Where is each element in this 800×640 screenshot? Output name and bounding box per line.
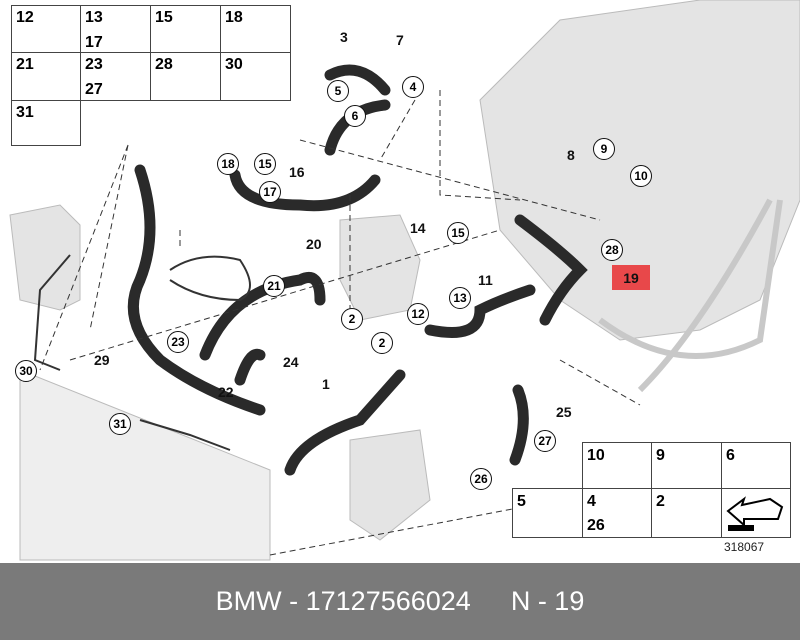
label-24: 24: [283, 354, 299, 370]
legend-part-31: 31: [11, 100, 81, 146]
label-1: 1: [322, 376, 330, 392]
label-8: 8: [567, 147, 575, 163]
direction-arrow-icon: [726, 496, 784, 531]
water-pump: [339, 214, 421, 321]
label-29: 29: [94, 352, 110, 368]
legend-part-6: 6: [721, 442, 791, 489]
hose-3: [324, 64, 391, 96]
callout-13: 13: [449, 287, 471, 309]
callout-26: 26: [470, 468, 492, 490]
hose-16: [229, 169, 381, 212]
callout-15: 15: [254, 153, 276, 175]
heater-valve: [349, 429, 431, 541]
hose-25: [509, 384, 529, 466]
callout-30: 30: [15, 360, 37, 382]
label-7: 7: [396, 32, 404, 48]
diagram-number: 318067: [724, 540, 765, 554]
callout-28: 28: [601, 239, 623, 261]
legend-part-9: 9: [651, 442, 722, 489]
label-20: 20: [306, 236, 322, 252]
legend-part-12: 12: [11, 5, 81, 53]
callout-9: 9: [593, 138, 615, 160]
hose-11: [424, 284, 536, 338]
callout-21: 21: [263, 275, 285, 297]
callout-12: 12: [407, 303, 429, 325]
footer-bar: BMW - 17127566024 N - 19: [0, 563, 800, 640]
expansion-tank: [9, 204, 81, 311]
callout-18: 18: [217, 153, 239, 175]
callout-15: 15: [447, 222, 469, 244]
hose-20: [199, 272, 326, 361]
callout-10: 10: [630, 165, 652, 187]
legend-part-10: 10: [582, 442, 652, 489]
callout-23: 23: [167, 331, 189, 353]
label-3: 3: [340, 29, 348, 45]
radiator: [19, 369, 271, 561]
legend-part-28: 28: [150, 52, 221, 101]
label-22: 22: [218, 384, 234, 400]
legend-part-5: 5: [512, 488, 583, 538]
direction-arrow-cell: [721, 488, 791, 538]
hose-lower: [284, 369, 406, 476]
hose-left: [127, 164, 266, 416]
callout-27: 27: [534, 430, 556, 452]
callout-31: 31: [109, 413, 131, 435]
callout-4: 4: [402, 76, 424, 98]
position-label: N - 19: [510, 586, 585, 616]
legend-part-2: 2: [651, 488, 722, 538]
legend-part-21: 21: [11, 52, 81, 101]
hose-19: [514, 214, 588, 326]
callout-6: 6: [344, 105, 366, 127]
legend-part-15: 15: [150, 5, 221, 53]
hose-24: [234, 348, 266, 386]
callout-2: 2: [371, 332, 393, 354]
highlighted-part-19: 19: [612, 265, 650, 290]
label-14: 14: [410, 220, 426, 236]
label-25: 25: [556, 404, 572, 420]
legend-part-30: 30: [220, 52, 291, 101]
cooling-system-diagram: [9, 0, 800, 561]
callout-17: 17: [259, 181, 281, 203]
part-number: BMW - 17127566024: [215, 586, 471, 616]
callout-2: 2: [341, 308, 363, 330]
label-11: 11: [478, 272, 493, 288]
legend-part-18: 18: [220, 5, 291, 53]
label-16: 16: [289, 164, 305, 180]
callout-5: 5: [327, 80, 349, 102]
